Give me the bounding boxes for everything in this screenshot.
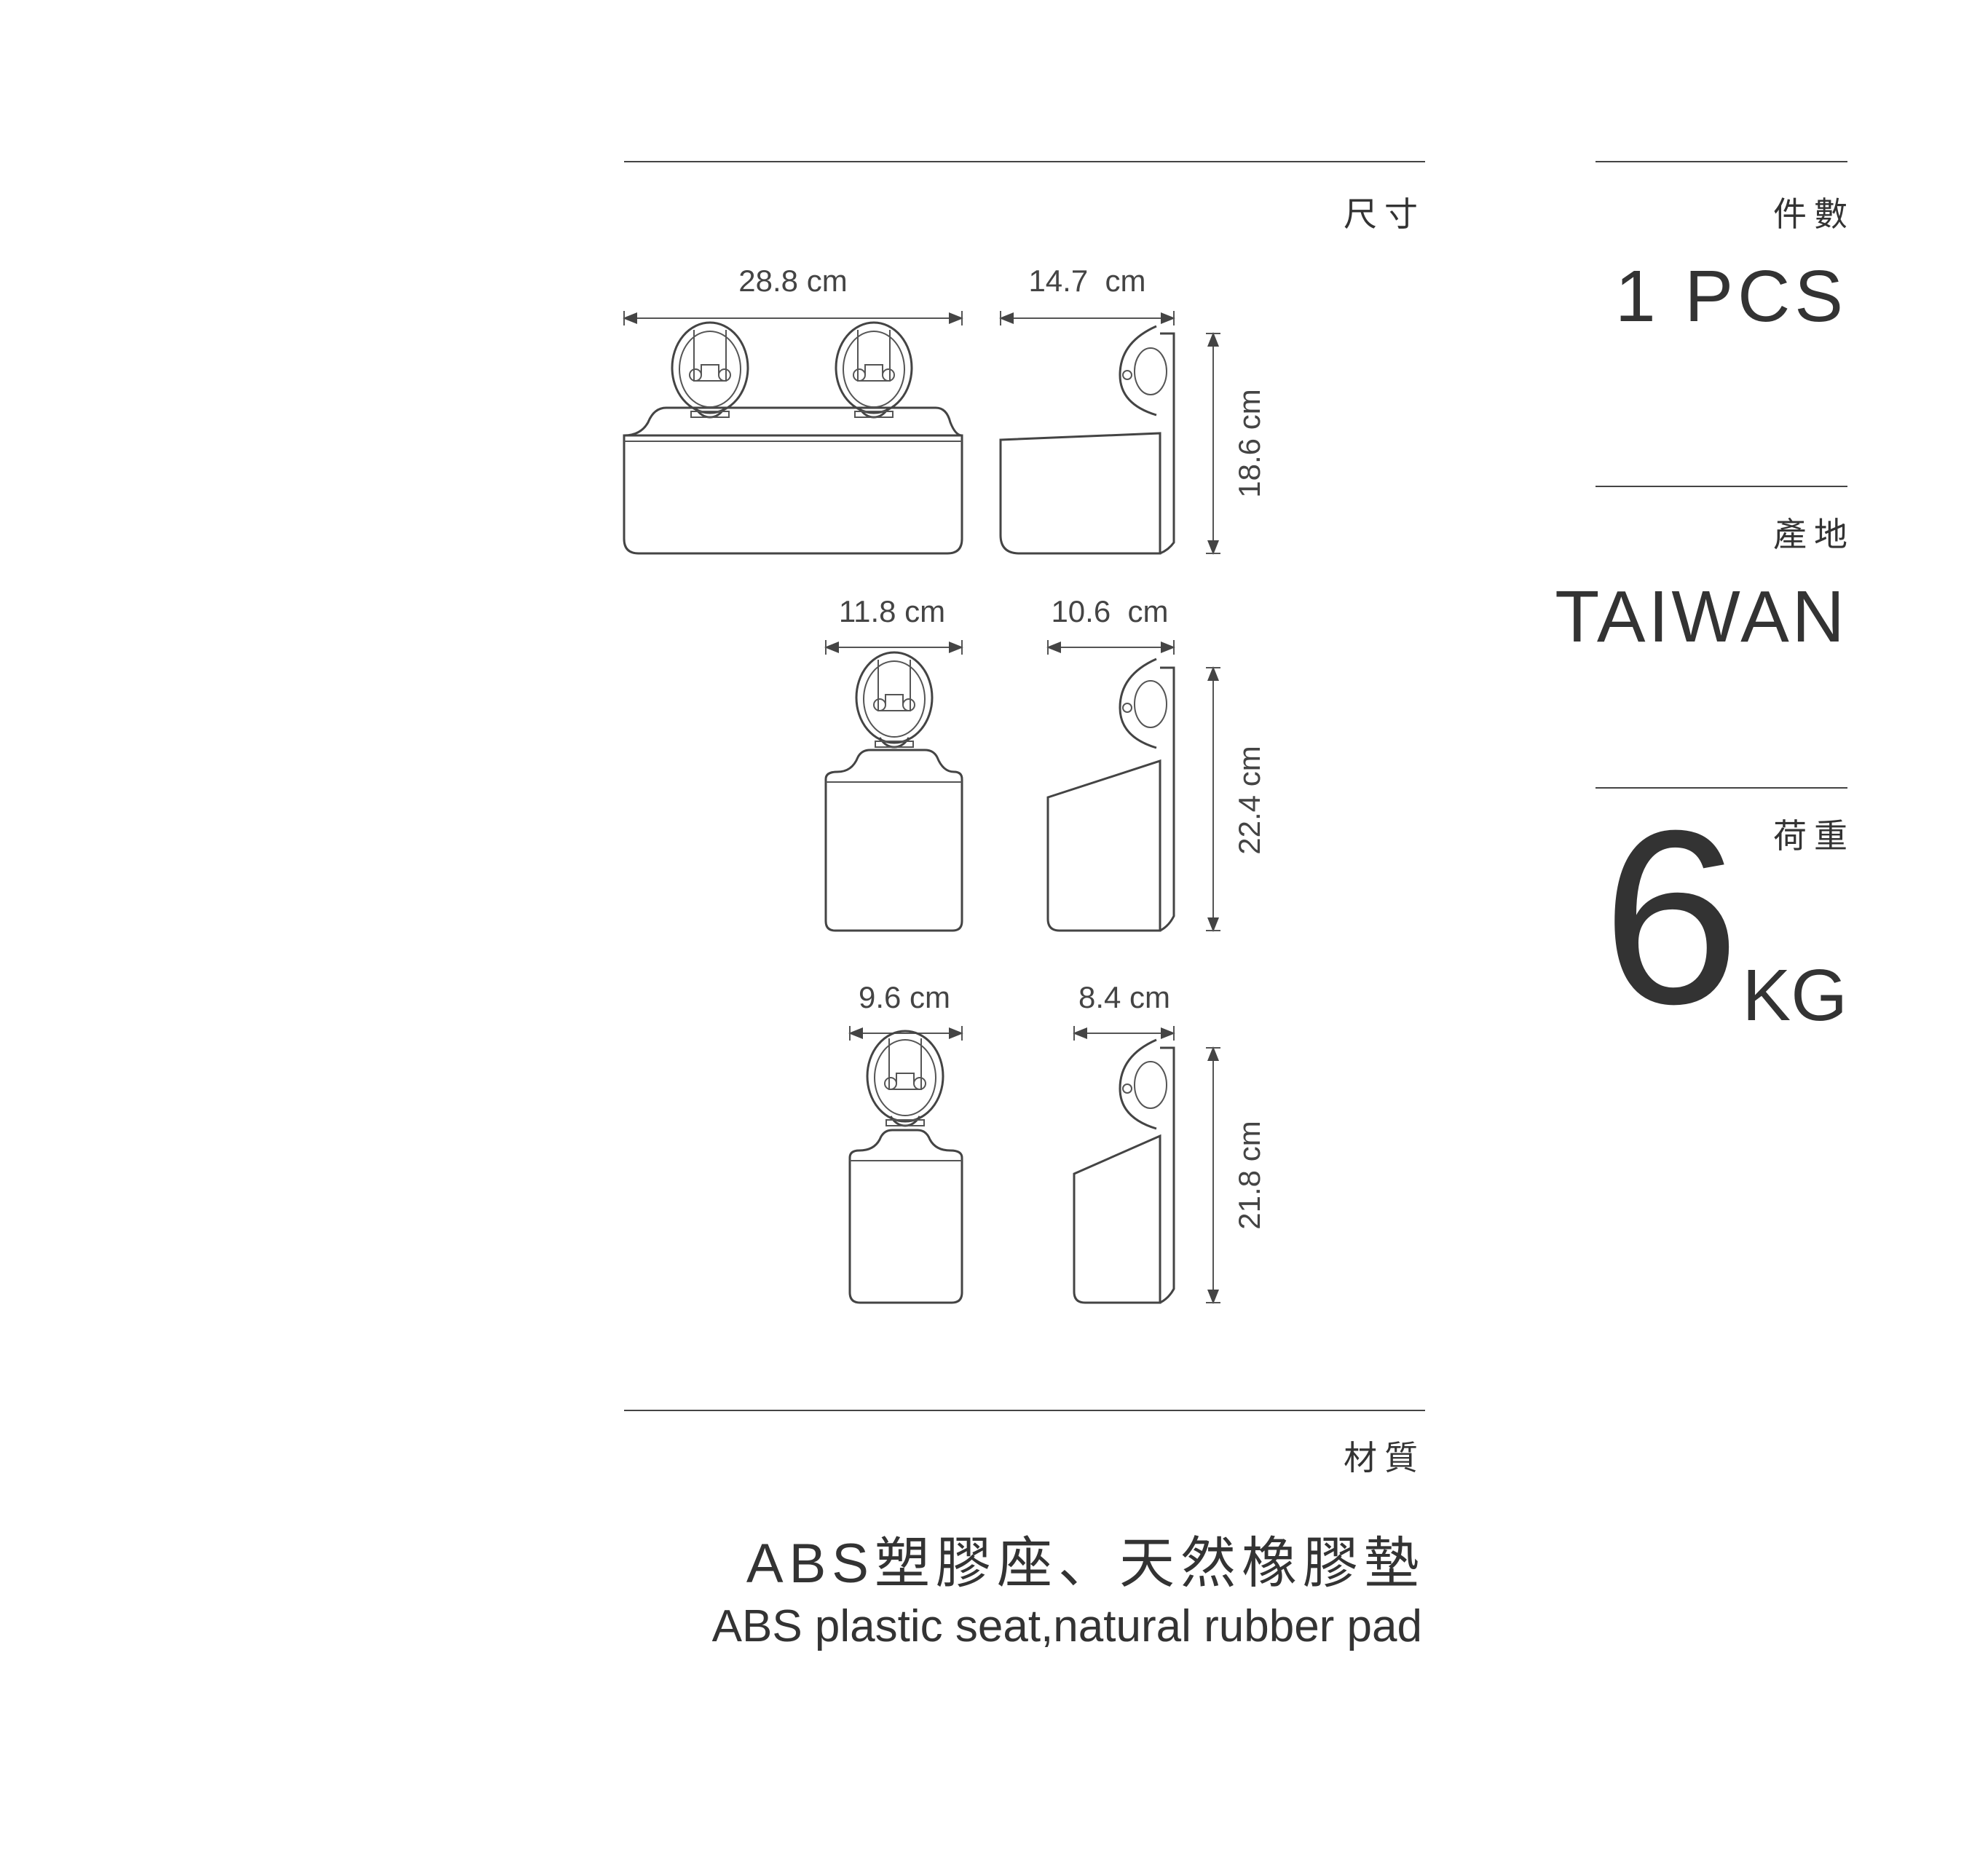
product-2-depth-label: 10.6 cm <box>1051 594 1169 628</box>
load-unit: KG <box>1742 955 1847 1036</box>
product-2-side-drawing <box>1046 658 1175 932</box>
quantity-title: 件數 <box>1773 195 1855 233</box>
material-title: 材質 <box>1344 1439 1425 1477</box>
quantity-divider <box>1595 161 1847 162</box>
product-3-front-drawing <box>848 1030 963 1304</box>
product-3-depth-label: 8.4 cm <box>1078 980 1171 1014</box>
product-1-depth-label: 14.7 cm <box>1028 264 1146 298</box>
product-2-front-drawing <box>824 651 963 932</box>
load-value: 6 <box>1602 779 1740 1056</box>
material-value-cn: ABS塑膠座、天然橡膠墊 <box>746 1533 1425 1595</box>
product-1-side-drawing <box>999 325 1175 555</box>
origin-value: TAIWAN <box>1555 576 1847 658</box>
dimension-lines <box>623 311 1220 1304</box>
material-value-en: ABS plastic seat,natural rubber pad <box>711 1601 1422 1651</box>
load-title: 荷重 <box>1773 817 1855 855</box>
size-divider <box>624 161 1425 162</box>
product-2-width-label: 11.8 cm <box>838 594 946 628</box>
product-1-width-label: 28.8 cm <box>738 264 848 298</box>
product-3-width-label: 9.6 cm <box>858 980 951 1014</box>
material-divider <box>624 1410 1425 1411</box>
origin-title: 產地 <box>1773 516 1855 553</box>
origin-divider <box>1595 486 1847 487</box>
quantity-value: 1 PCS <box>1614 256 1847 337</box>
load-divider <box>1595 787 1847 789</box>
product-1-front-drawing <box>623 321 963 555</box>
product-3-side-drawing <box>1073 1038 1175 1304</box>
size-title: 尺寸 <box>1344 195 1425 233</box>
